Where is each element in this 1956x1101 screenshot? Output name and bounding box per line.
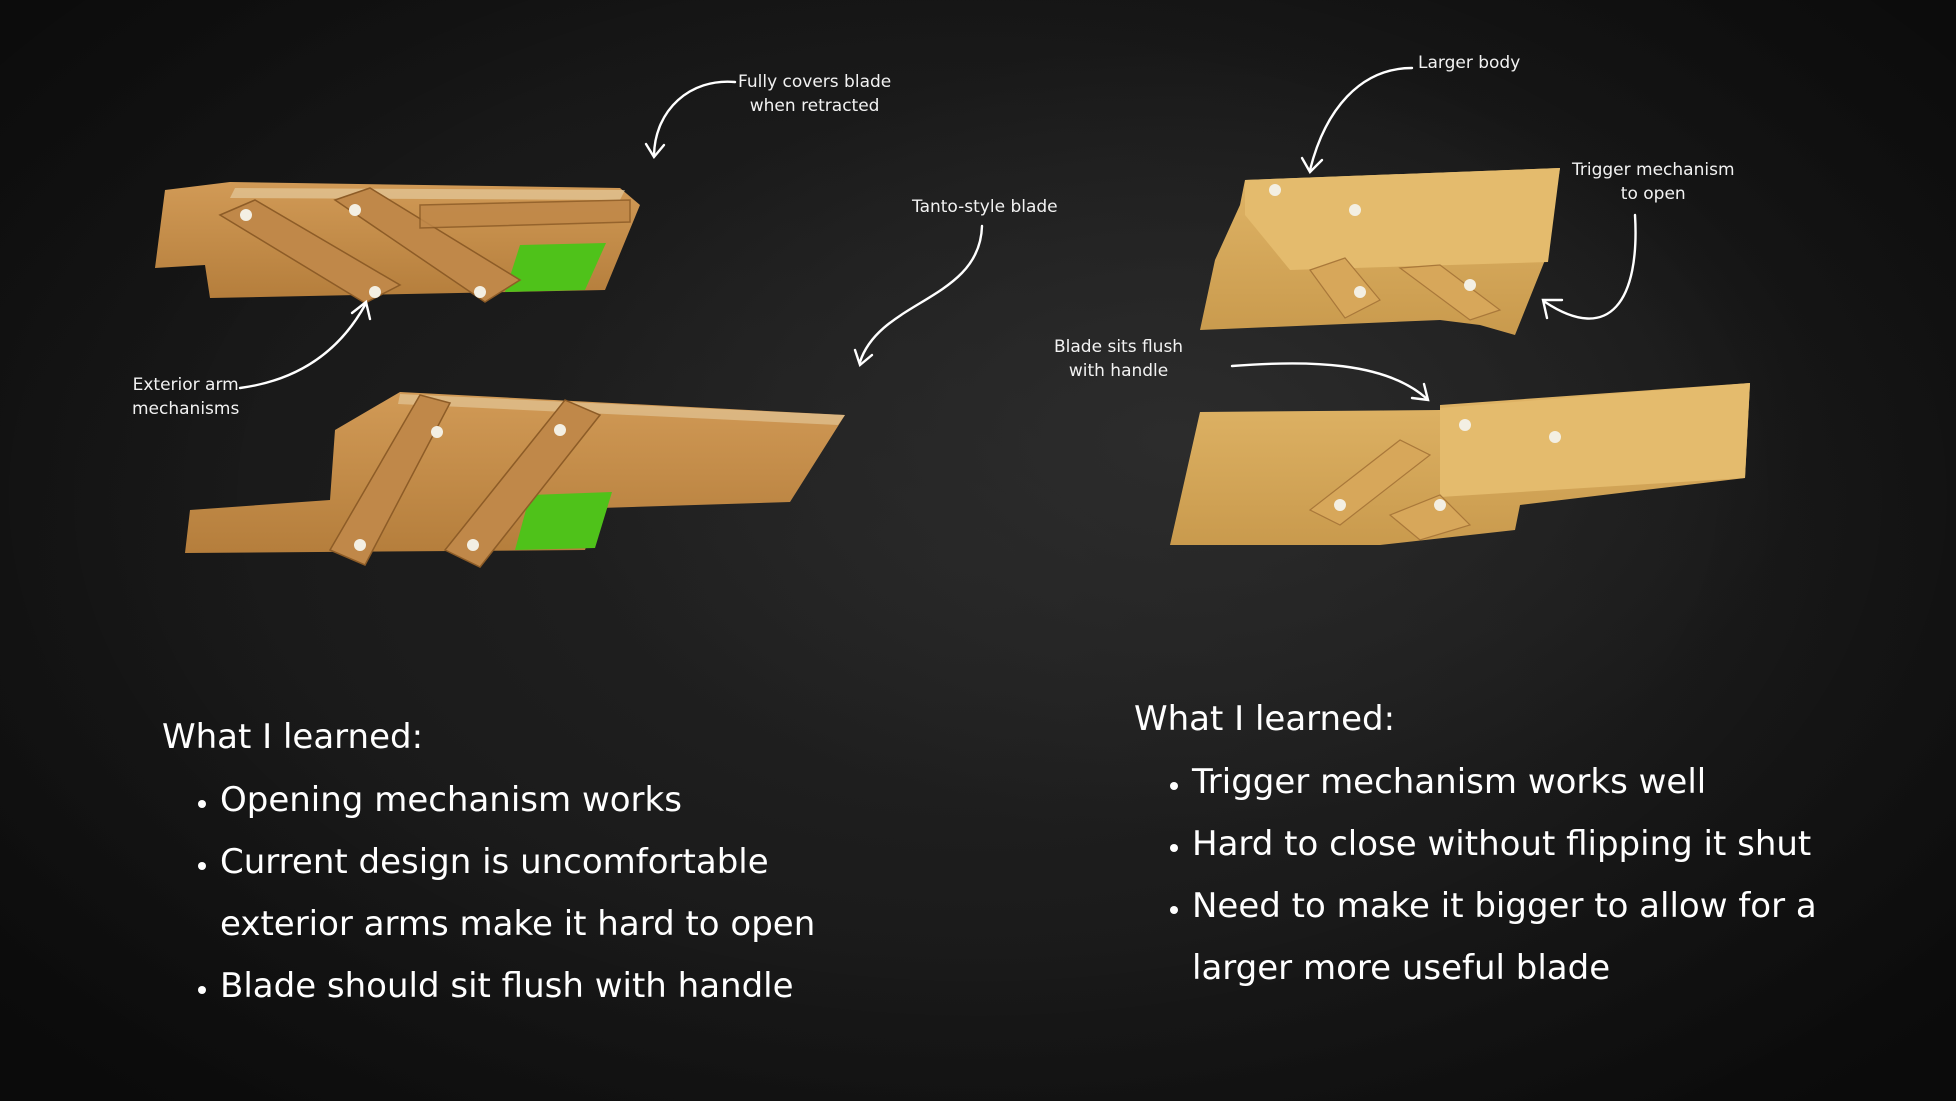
note-line: Tanto-style blade <box>912 197 1058 217</box>
learned-item: Need to make it bigger to allow for a lar… <box>1192 875 1817 999</box>
prototype-1-open <box>185 392 845 568</box>
learned-heading: What I learned: <box>1134 699 1396 739</box>
note-line: with handle <box>1068 361 1169 381</box>
learned-item-continuation: exterior arms make it hard to open <box>220 904 816 944</box>
note-line: when retracted <box>749 96 880 116</box>
learned-list: Opening mechanism works Current design i… <box>162 769 815 1017</box>
note-line: Fully covers blade <box>738 72 892 92</box>
note-line: to open <box>1620 184 1686 204</box>
learned-item: Opening mechanism works <box>220 769 815 831</box>
note-line: Trigger mechanism <box>1572 160 1735 180</box>
note-line: Exterior arm <box>132 375 239 395</box>
learned-item: Trigger mechanism works well <box>1192 751 1817 813</box>
learned-item-text: Need to make it bigger to allow for a <box>1192 886 1817 926</box>
learned-item: Current design is uncomfortable exterior … <box>220 831 815 955</box>
note-blade-flush: Blade sits flush with handle <box>1054 335 1183 383</box>
learned-section-right: What I learned: Trigger mechanism works … <box>1134 697 1817 999</box>
prototype-2-closed <box>1200 168 1560 335</box>
learned-heading: What I learned: <box>162 717 424 757</box>
note-line: Blade sits flush <box>1054 337 1184 357</box>
learned-item: Hard to close without flipping it shut <box>1192 813 1817 875</box>
note-tanto-blade: Tanto-style blade <box>912 195 1058 219</box>
note-fully-covers-blade: Fully covers blade when retracted <box>738 70 891 118</box>
learned-item-text: Hard to close without flipping it shut <box>1192 824 1812 864</box>
learned-section-left: What I learned: Opening mechanism works … <box>162 715 815 1017</box>
learned-item-text: Opening mechanism works <box>220 780 682 820</box>
learned-item-continuation: larger more useful blade <box>1192 948 1611 988</box>
note-exterior-arm: Exterior arm mechanisms <box>132 373 239 421</box>
learned-item-text: Current design is uncomfortable <box>220 842 769 882</box>
learned-item-text: Blade should sit flush with handle <box>220 966 794 1006</box>
learned-item: Blade should sit flush with handle <box>220 955 815 1017</box>
note-larger-body: Larger body <box>1418 51 1520 75</box>
note-line: Larger body <box>1418 53 1521 73</box>
note-line: mechanisms <box>132 399 240 419</box>
note-trigger-mechanism: Trigger mechanism to open <box>1572 158 1735 206</box>
learned-list: Trigger mechanism works well Hard to clo… <box>1134 751 1817 999</box>
prototype-2-open <box>1170 383 1750 545</box>
learned-item-text: Trigger mechanism works well <box>1192 762 1707 802</box>
prototype-1-closed <box>155 182 640 304</box>
